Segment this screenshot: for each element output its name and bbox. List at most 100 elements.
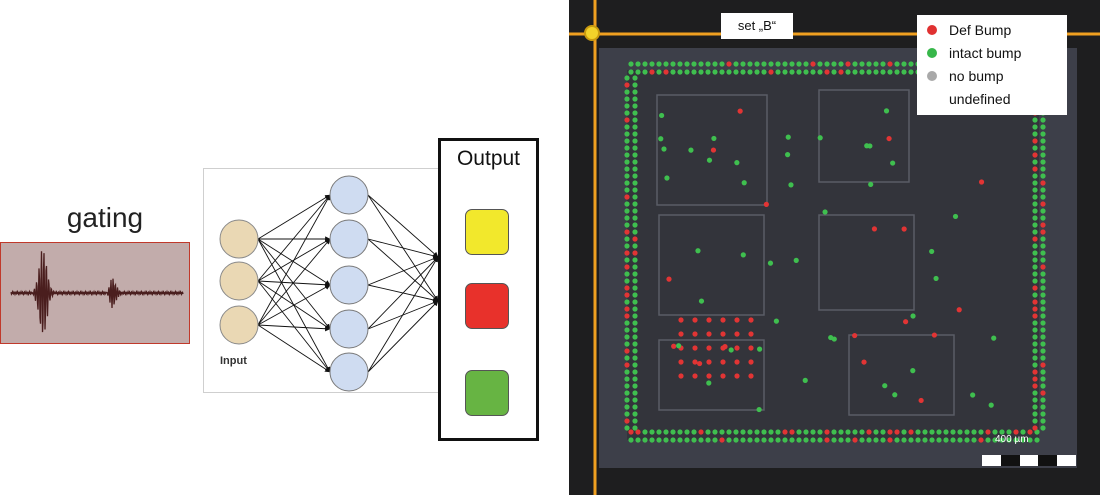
bump-dot xyxy=(624,103,630,109)
bump-dot xyxy=(999,429,1005,435)
bump-dot xyxy=(734,359,740,365)
neural-network-diagram xyxy=(219,175,439,392)
bump-dot xyxy=(624,425,630,431)
bump-dot xyxy=(1032,292,1038,298)
bump-dot xyxy=(624,152,630,158)
hidden-node xyxy=(329,219,369,259)
bump-dot xyxy=(901,437,907,443)
bump-dot xyxy=(710,147,717,153)
bump-dot xyxy=(1032,278,1038,284)
bump-dot xyxy=(1032,362,1038,368)
bump-dot xyxy=(706,331,712,337)
bump-dot xyxy=(734,373,740,379)
bump-dot xyxy=(1032,397,1038,403)
bump-dot xyxy=(824,69,830,75)
bump-dot xyxy=(678,373,684,379)
pad-blocks xyxy=(656,89,955,416)
bump-dot xyxy=(666,276,672,282)
bump-dot xyxy=(810,69,816,75)
bump-dot xyxy=(624,341,630,347)
bump-dot xyxy=(747,61,753,67)
bump-dot xyxy=(1032,138,1038,144)
bump-dot xyxy=(789,437,795,443)
bump-dot xyxy=(656,61,662,67)
bump-dot xyxy=(1032,390,1038,396)
bump-dot xyxy=(915,429,921,435)
bump-dot xyxy=(1040,313,1046,319)
bump-dot xyxy=(624,348,630,354)
bump-dot xyxy=(720,373,726,379)
bump-dot xyxy=(1032,376,1038,382)
bump-dot xyxy=(883,108,890,114)
bump-dot xyxy=(706,380,712,386)
bump-dot xyxy=(894,429,900,435)
bump-dot xyxy=(632,425,638,431)
bump-dot xyxy=(624,82,630,88)
bump-dot xyxy=(632,159,638,165)
bump-dot xyxy=(1040,348,1046,354)
bump-dot xyxy=(817,61,823,67)
bump-dot xyxy=(632,257,638,263)
bump-dot xyxy=(663,69,669,75)
bump-dot xyxy=(635,437,641,443)
bump-dot xyxy=(1032,166,1038,172)
bump-dot xyxy=(663,437,669,443)
bump-dot xyxy=(964,437,970,443)
bump-dot xyxy=(803,69,809,75)
bump-dot xyxy=(1027,437,1033,443)
bump-dot xyxy=(796,429,802,435)
legend-label: intact bump xyxy=(949,45,1022,61)
bump-dot xyxy=(1032,320,1038,326)
bump-dot xyxy=(678,331,684,337)
bump-dot xyxy=(624,124,630,130)
bump-dot xyxy=(706,317,712,323)
bump-dot xyxy=(873,429,879,435)
connection-edge xyxy=(257,280,331,373)
bump-dot xyxy=(1040,278,1046,284)
bump-dot xyxy=(943,437,949,443)
bump-dot xyxy=(624,117,630,123)
bump-dot xyxy=(824,61,830,67)
hidden-node xyxy=(329,309,369,349)
bump-dot xyxy=(624,89,630,95)
connection-edge xyxy=(257,284,331,326)
bump-dot xyxy=(838,437,844,443)
bump-dot xyxy=(1040,215,1046,221)
bump-dot xyxy=(747,69,753,75)
bump-dot xyxy=(632,418,638,424)
bump-dot xyxy=(670,437,676,443)
connection-edge xyxy=(257,194,331,240)
bump-inspection-image: set „B“ Def Bump intact bump no bump und… xyxy=(569,0,1100,495)
bump-dot xyxy=(624,362,630,368)
bump-dot xyxy=(1032,229,1038,235)
connection-edge xyxy=(257,238,331,286)
connection-edge xyxy=(367,238,439,302)
bump-dot xyxy=(624,257,630,263)
bump-dot xyxy=(1032,152,1038,158)
bump-dot xyxy=(910,368,916,374)
input-node xyxy=(219,261,259,301)
bump-dot xyxy=(719,429,725,435)
bump-dot xyxy=(726,61,732,67)
bump-dot xyxy=(624,292,630,298)
bump-dot xyxy=(970,392,976,398)
bump-dot xyxy=(624,278,630,284)
bump-dot xyxy=(632,348,638,354)
bump-dot xyxy=(887,61,893,67)
bump-dot xyxy=(831,437,837,443)
bump-dot xyxy=(632,397,638,403)
bump-dot xyxy=(691,61,697,67)
bump-dot xyxy=(705,61,711,67)
bump-dot xyxy=(632,131,638,137)
bump-dot xyxy=(748,345,754,351)
bump-dot xyxy=(1040,376,1046,382)
bump-dot xyxy=(632,229,638,235)
bump-dot xyxy=(670,61,676,67)
bump-dot xyxy=(1040,194,1046,200)
bump-dot xyxy=(890,160,896,166)
bump-dot xyxy=(632,264,638,270)
bump-dot xyxy=(1032,173,1038,179)
bump-dot xyxy=(999,437,1005,443)
bump-dot xyxy=(720,359,726,365)
bump-dot xyxy=(838,69,844,75)
